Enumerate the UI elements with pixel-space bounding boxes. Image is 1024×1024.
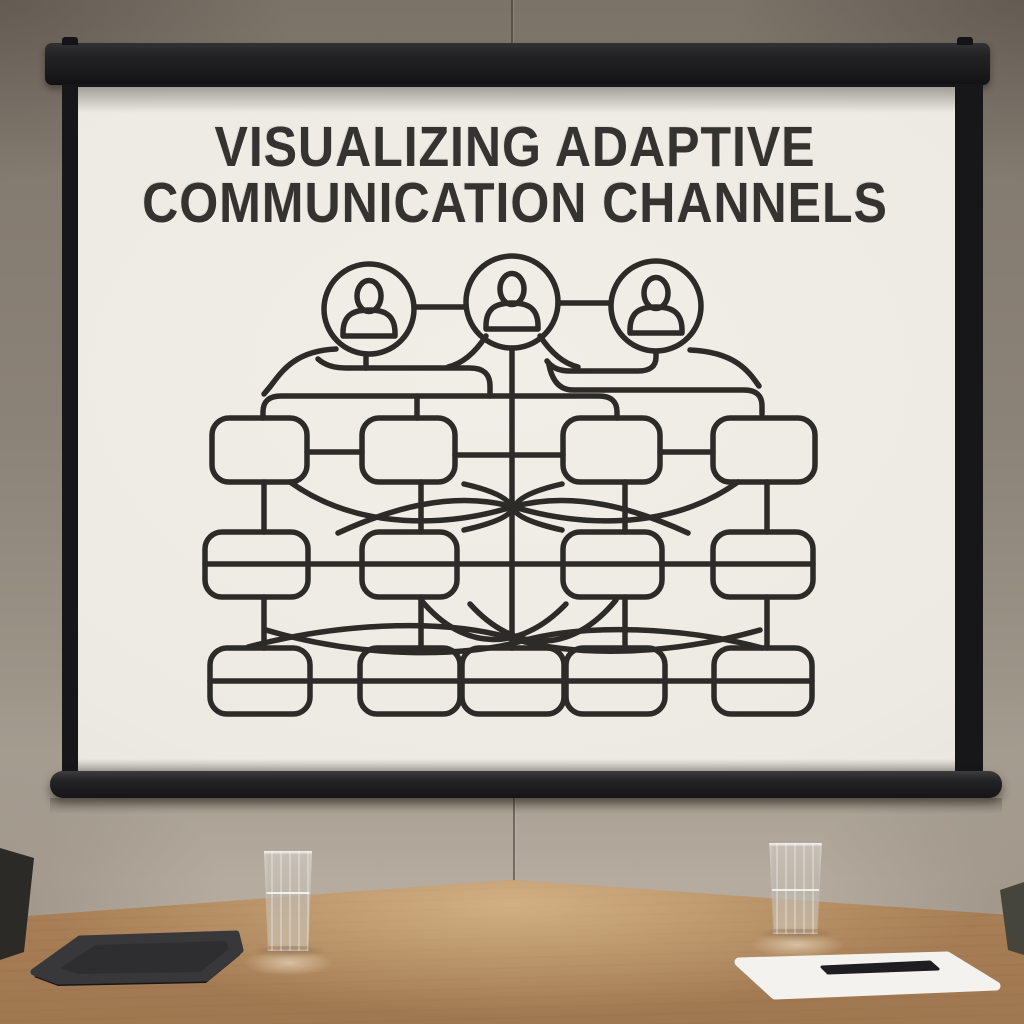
- wall-seam-bottom: [513, 796, 515, 884]
- wall-seam-top: [511, 0, 513, 44]
- pull-bar-shadow: [50, 798, 1002, 814]
- screen-top-shadow: [78, 87, 955, 113]
- water: [266, 892, 310, 946]
- water: [771, 888, 820, 930]
- housing-bracket-right: [957, 37, 973, 45]
- housing-bracket-left: [62, 37, 78, 45]
- slide-title-line1: VISUALIZING ADAPTIVE: [214, 115, 816, 179]
- screen-pull-bar: [50, 771, 1002, 798]
- screen-bottom-shadow: [78, 759, 955, 773]
- water-glass-left: [262, 851, 314, 951]
- water-glass-right: [767, 843, 824, 934]
- glass-streaks: [264, 851, 312, 951]
- glass-streaks: [769, 843, 822, 934]
- glass-left-reflection: [244, 950, 334, 976]
- screen-housing: [45, 37, 990, 85]
- glass-right-reflection: [750, 932, 844, 958]
- slide-title: VISUALIZING ADAPTIVE COMMUNICATION CHANN…: [128, 115, 902, 235]
- slide-title-line2: COMMUNICATION CHANNELS: [142, 171, 888, 235]
